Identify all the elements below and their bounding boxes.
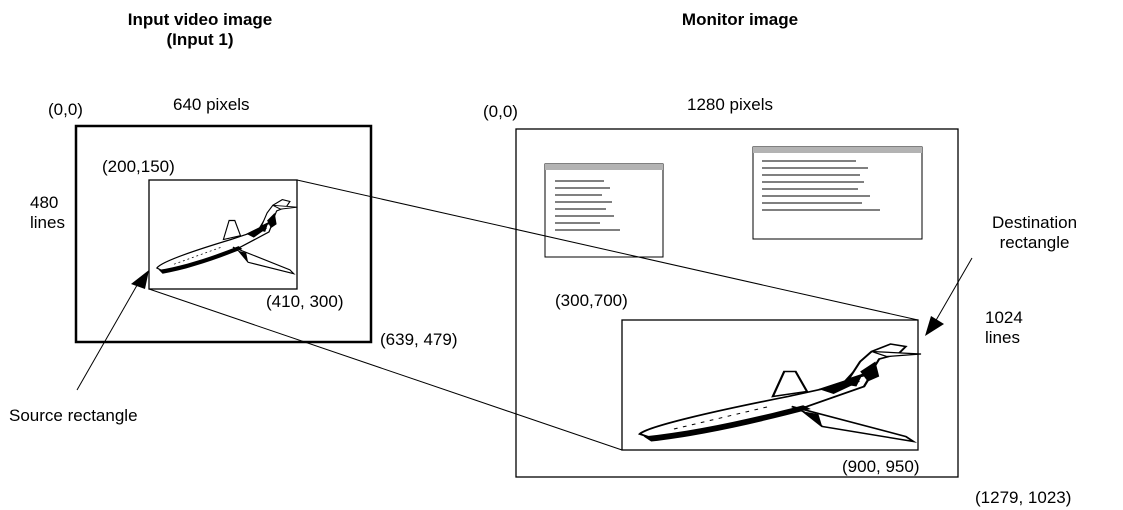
mapping-line-top <box>296 179 919 321</box>
source-top-left-label: (200,150) <box>102 157 175 176</box>
monitor-origin-label: (0,0) <box>483 102 518 121</box>
input-height-unit: lines <box>30 213 65 232</box>
destination-caption-line1: Destination <box>992 213 1078 232</box>
monitor-frame <box>515 128 959 478</box>
destination-caption-line2: rectangle <box>999 233 1070 252</box>
destination-rectangle-caption: Destination rectangle <box>992 213 1077 253</box>
input-title-line1: Input video image <box>127 10 273 29</box>
monitor-window-2 <box>752 146 923 240</box>
source-arrowhead <box>131 270 149 289</box>
input-bottom-right-label: (639, 479) <box>380 330 458 349</box>
input-height-label: 480 lines <box>30 193 65 233</box>
destination-top-left-label: (300,700) <box>555 291 628 310</box>
monitor-bottom-right-label: (1279, 1023) <box>975 488 1072 507</box>
source-bottom-right-label: (410, 300) <box>266 292 344 311</box>
monitor-window-1 <box>544 163 664 258</box>
monitor-height-unit: lines <box>985 328 1020 347</box>
source-rectangle-caption: Source rectangle <box>9 406 138 425</box>
monitor-title: Monitor image <box>681 10 799 29</box>
destination-arrowhead <box>925 316 944 336</box>
destination-bottom-right-label: (900, 950) <box>842 457 920 476</box>
monitor-height-value: 1024 <box>985 308 1023 327</box>
input-title-line2: (Input 1) <box>166 30 234 49</box>
monitor-width-label: 1280 pixels <box>687 95 774 114</box>
input-height-value: 480 <box>30 193 59 212</box>
input-title: Input video image (Input 1) <box>110 10 290 50</box>
source-rectangle <box>148 179 298 290</box>
input-image-frame <box>74 124 373 344</box>
input-width-label: 640 pixels <box>173 95 250 114</box>
source-pointer-line <box>76 279 141 391</box>
mapping-line-bottom <box>148 288 623 451</box>
input-origin-label: (0,0) <box>48 100 83 119</box>
monitor-height-label: 1024 lines <box>985 308 1023 348</box>
destination-pointer-line <box>934 257 973 323</box>
